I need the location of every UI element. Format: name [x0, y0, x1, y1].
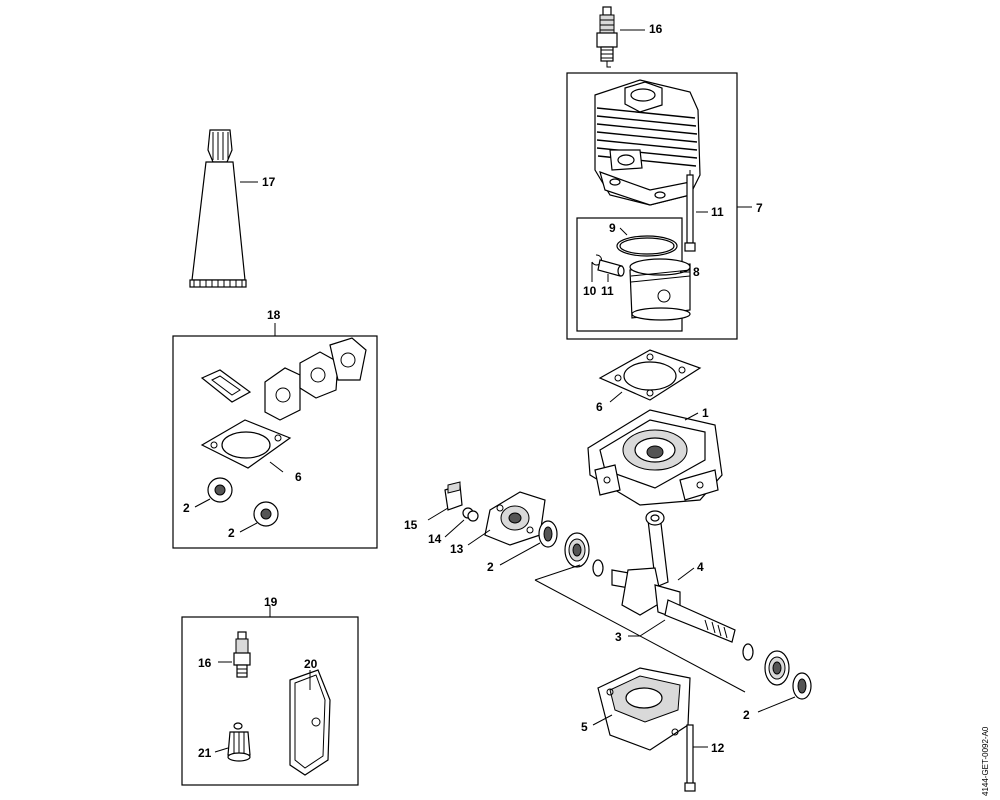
callout-15: 15 [404, 518, 418, 532]
piston-pin-part [597, 259, 625, 277]
grease-tube-part [189, 129, 247, 288]
air-filter-part [289, 669, 331, 776]
callout-16-top: 16 [649, 22, 663, 36]
bearing-housing-part [484, 491, 546, 546]
ball-bearing-left-part [564, 532, 590, 568]
washer-left-part [592, 559, 604, 577]
callout-7: 7 [756, 201, 763, 215]
oil-seal-set-b-part [253, 501, 279, 527]
callout-2-box-a: 2 [183, 501, 190, 515]
piston-part [629, 258, 691, 321]
cylinder-kit-box [566, 72, 738, 340]
callout-6-left: 6 [295, 470, 302, 484]
cylinder-gasket-left-part [200, 419, 292, 469]
callout-2-right: 2 [743, 708, 750, 722]
callout-6-right: 6 [596, 400, 603, 414]
callout-16-kit: 16 [198, 656, 212, 670]
callout-17: 17 [262, 175, 276, 189]
reference-code: 4144-GET-0092-A0 [981, 726, 990, 796]
screw-12-part [684, 724, 696, 792]
oil-seal-right-part [792, 672, 812, 700]
callout-13: 13 [450, 542, 464, 556]
ball-bearing-right-part [764, 650, 790, 686]
callout-5: 5 [581, 720, 588, 734]
oil-seal-left-part [538, 520, 558, 548]
piston-ring-part [616, 235, 678, 257]
callout-9: 9 [609, 221, 616, 235]
screw-11-part [686, 174, 694, 244]
carburetor-gasket-a-part [264, 367, 301, 421]
callout-4: 4 [697, 560, 704, 574]
crankshaft-part [611, 510, 736, 643]
carburetor-gasket-c-part [329, 337, 367, 381]
muffler-gasket-part [200, 369, 252, 403]
crankcase-lower-part [597, 667, 691, 751]
callout-21: 21 [198, 746, 212, 760]
fuel-filter-part [227, 722, 251, 762]
callout-11-screw: 11 [711, 205, 724, 219]
callout-19: 19 [264, 595, 278, 609]
carburetor-gasket-b-part [299, 351, 339, 399]
cylinder-part [594, 79, 701, 206]
spark-plug-part-kit [233, 631, 251, 678]
washer-right-part [742, 643, 754, 661]
callout-11-pin: 11 [601, 284, 614, 298]
callout-12: 12 [711, 741, 725, 755]
spring-part [462, 507, 479, 522]
callout-3: 3 [615, 630, 622, 644]
callout-14: 14 [428, 532, 442, 546]
callout-18: 18 [267, 308, 281, 322]
callout-2-left: 2 [487, 560, 494, 574]
callout-2-box-b: 2 [228, 526, 235, 540]
callout-10: 10 [583, 284, 597, 298]
callout-20: 20 [304, 657, 318, 671]
spark-plug-part-top [596, 6, 618, 68]
cylinder-gasket-part [598, 349, 702, 401]
callout-8: 8 [693, 265, 700, 279]
switch-part [444, 481, 463, 511]
crankcase-upper-part [587, 409, 723, 506]
oil-seal-set-a-part [207, 477, 233, 503]
callout-1: 1 [702, 406, 709, 420]
